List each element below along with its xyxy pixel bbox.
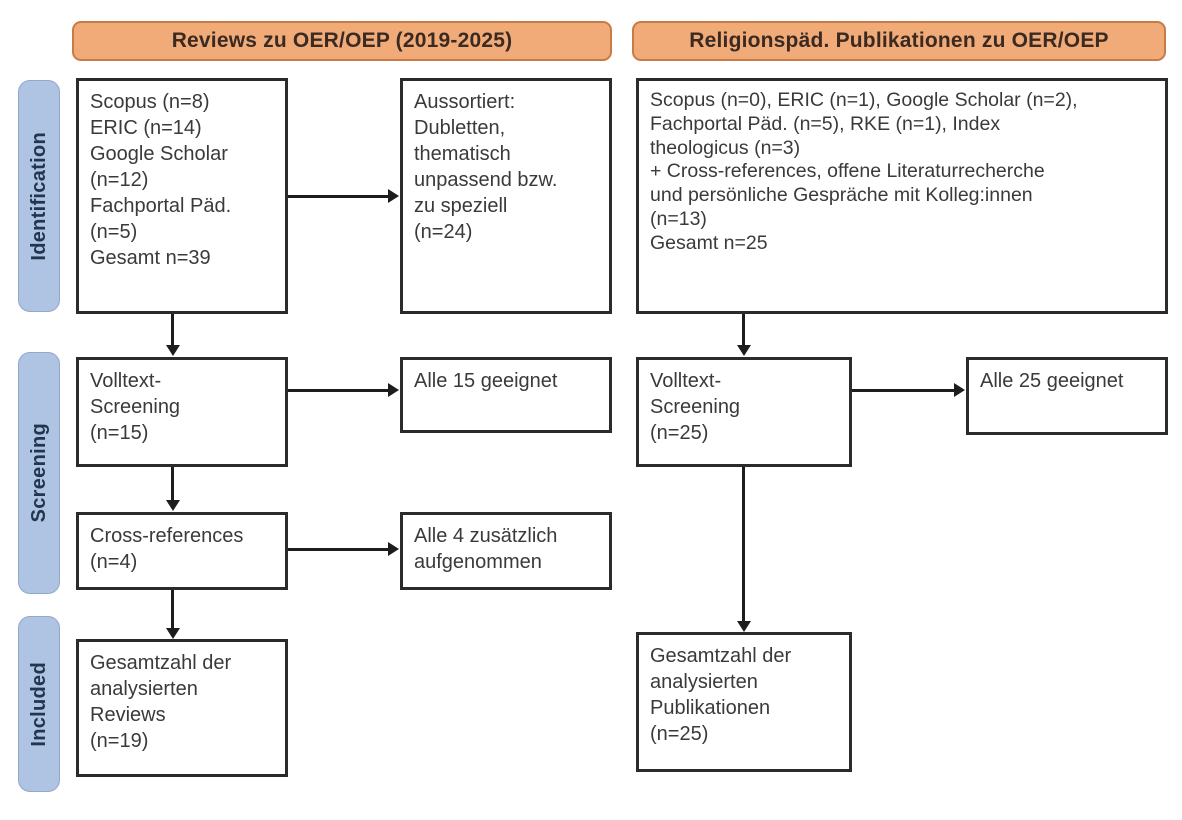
arrowhead-right-identification-to-screening <box>737 345 751 356</box>
stage-pill-identification: Identification <box>18 80 60 312</box>
box-right-identification-sources: Scopus (n=0), ERIC (n=1), Google Scholar… <box>636 78 1168 314</box>
box-left-identification-sources: Scopus (n=8) ERIC (n=14) Google Scholar … <box>76 78 288 314</box>
connector-right-screening-to-result <box>852 389 956 392</box>
box-left-included: Gesamtzahl der analysierten Reviews (n=1… <box>76 639 288 777</box>
stage-label-included: Included <box>27 661 50 747</box>
arrowhead-right-screening-to-included <box>737 621 751 632</box>
box-right-fulltext-screening: Volltext- Screening (n=25) <box>636 357 852 467</box>
column-header-religionspaed: Religionspäd. Publikationen zu OER/OEP <box>632 21 1166 61</box>
box-right-included: Gesamtzahl der analysierten Publikatione… <box>636 632 852 772</box>
connector-left-crossrefs-to-result <box>288 548 390 551</box>
box-left-crossrefs-result: Alle 4 zusätzlich aufgenommen <box>400 512 612 590</box>
connector-left-crossrefs-to-included <box>171 590 174 632</box>
stage-label-screening: Screening <box>27 423 50 523</box>
connector-left-identification-to-excluded <box>288 195 390 198</box>
column-header-reviews: Reviews zu OER/OEP (2019-2025) <box>72 21 612 61</box>
connector-left-screening-to-crossrefs <box>171 467 174 502</box>
arrowhead-left-screening-to-result <box>388 383 399 397</box>
arrowhead-left-identification-to-excluded <box>388 189 399 203</box>
box-right-screening-result: Alle 25 geeignet <box>966 357 1168 435</box>
arrowhead-left-crossrefs-to-included <box>166 628 180 639</box>
arrowhead-right-screening-to-result <box>954 383 965 397</box>
arrowhead-left-identification-to-screening <box>166 345 180 356</box>
stage-pill-screening: Screening <box>18 352 60 594</box>
arrowhead-left-crossrefs-to-result <box>388 542 399 556</box>
connector-right-screening-to-included <box>742 467 745 623</box>
box-left-fulltext-screening: Volltext- Screening (n=15) <box>76 357 288 467</box>
connector-left-screening-to-result <box>288 389 390 392</box>
arrowhead-left-screening-to-crossrefs <box>166 500 180 511</box>
box-left-screening-result: Alle 15 geeignet <box>400 357 612 433</box>
box-left-excluded: Aussortiert: Dubletten, thematisch unpas… <box>400 78 612 314</box>
stage-label-identification: Identification <box>27 131 50 261</box>
stage-pill-included: Included <box>18 616 60 792</box>
connector-left-identification-to-screening <box>171 314 174 347</box>
box-left-crossrefs: Cross-references (n=4) <box>76 512 288 590</box>
connector-right-identification-to-screening <box>742 314 745 347</box>
